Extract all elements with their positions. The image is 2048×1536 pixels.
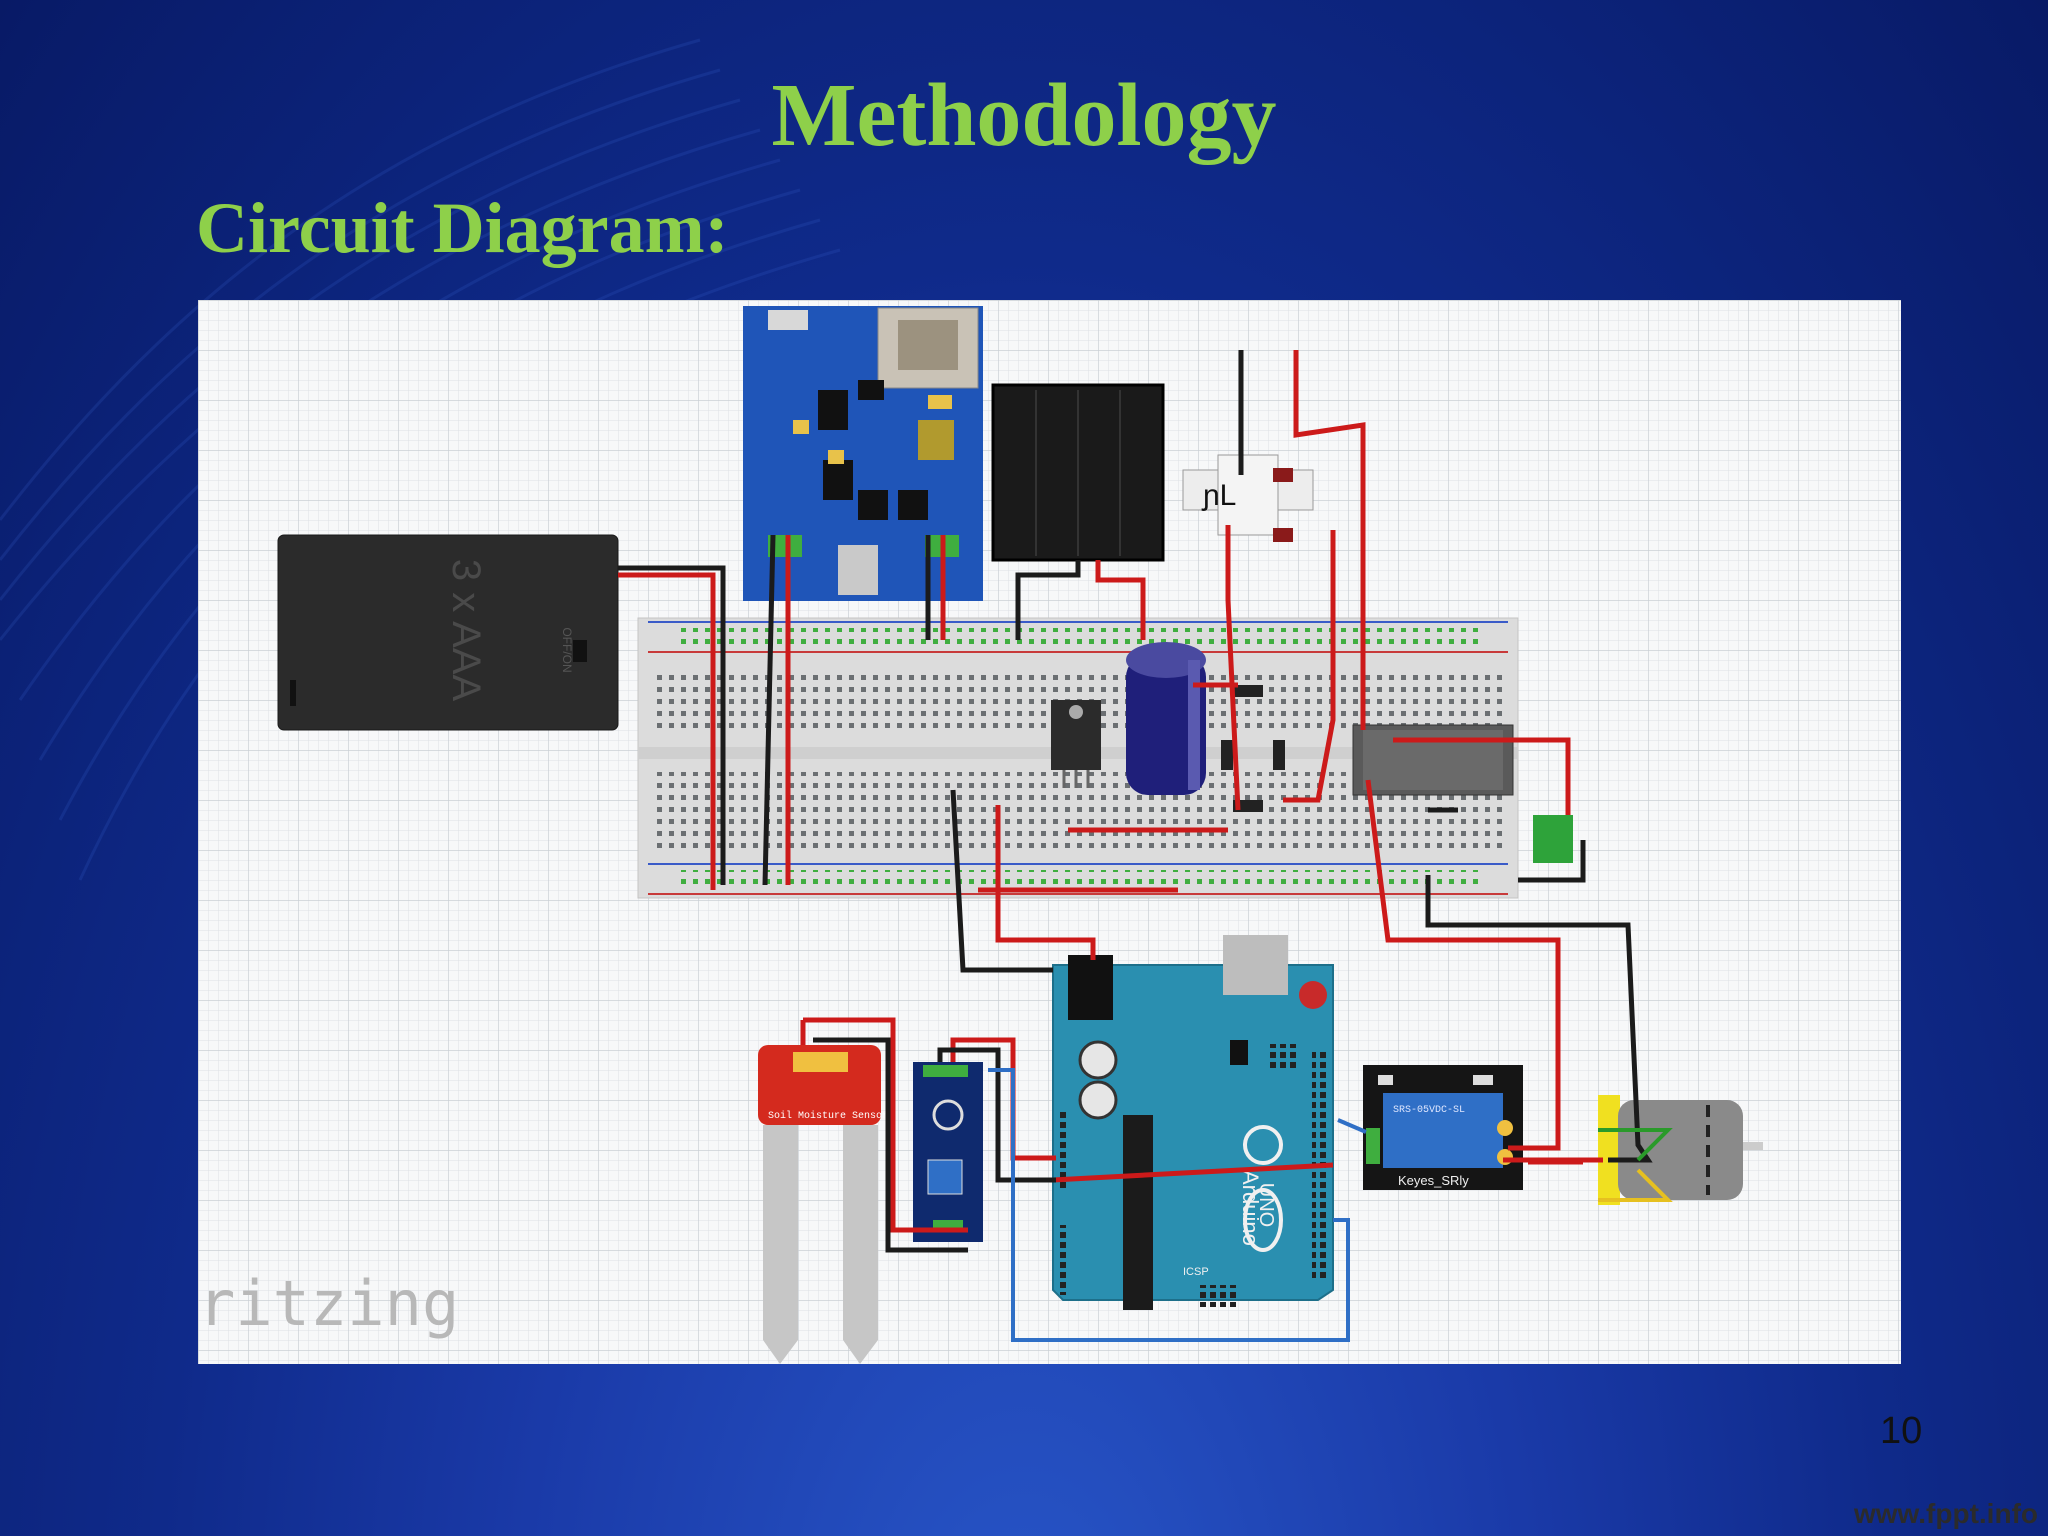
circuit-diagram-svg: 3 x AAA OFF/ON [198,300,1901,1364]
dc-motor [1598,1095,1763,1205]
slide-title: Methodology [771,66,1277,165]
voltage-regulator [1051,700,1101,788]
slide-subtitle: Circuit Diagram: [196,188,729,268]
arduino-model: UNO [1255,1183,1277,1227]
bridge-diodes [1221,685,1285,812]
arduino-brand: Arduino [1238,1170,1263,1246]
soil-moisture-sensor: Soil Moisture Sensor [758,1045,888,1364]
electrolytic-capacitor [1126,642,1206,795]
fritzing-watermark: ritzing [198,1267,459,1340]
battery-pack: 3 x AAA OFF/ON [277,534,619,731]
relay-component [1352,724,1514,796]
arduino-uno: Arduino UNO ICSP [1052,935,1334,1310]
battery-label: 3 x AAA [444,559,488,702]
relay-module: Keyes_SRly SRS-05VDC-SL [1363,1065,1523,1190]
transformer: ɲL [1182,454,1314,542]
relay-chip-label: SRS-05VDC-SL [1393,1105,1465,1116]
page-number: 10 [1880,1410,1923,1452]
black-wires [618,350,1653,1253]
sensor-label: Soil Moisture Sensor [768,1110,888,1122]
battery-switch-label: OFF/ON [560,627,574,672]
charger-module [743,306,983,601]
icsp-label: ICSP [1183,1266,1209,1278]
red-wires [618,350,1603,1233]
circuit-diagram: 3 x AAA OFF/ON [198,300,1901,1364]
blue-wires [988,1068,1367,1342]
terminal-block [1533,815,1573,863]
solar-panel [991,383,1165,562]
svg-text:ɲL: ɲL [1201,479,1236,512]
sensor-module [913,1062,983,1242]
relay-module-label: Keyes_SRly [1398,1173,1469,1188]
footer-url[interactable]: www.fppt.info [1853,1498,2038,1529]
motor-leads [1598,1128,1673,1202]
